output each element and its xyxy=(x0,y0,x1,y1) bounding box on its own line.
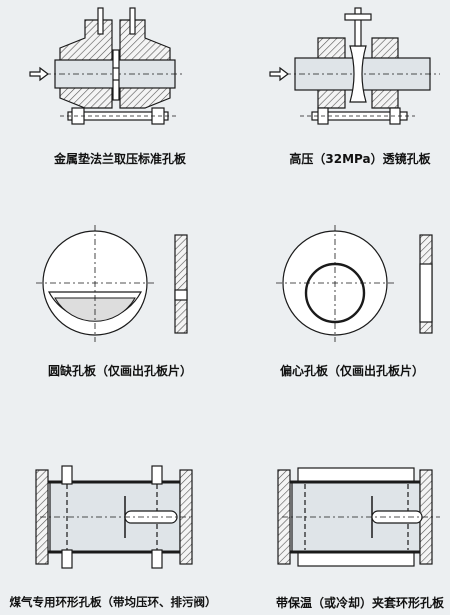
jacket xyxy=(297,467,415,483)
caption-eccentric-orifice: 偏心孔板（仅画出孔板片） xyxy=(279,364,425,378)
caption-jacketed-annular-orifice: 带保温（或冷却）夹套环形孔板 xyxy=(275,596,445,610)
pressure-tap-hp xyxy=(354,7,362,47)
caption-segmental-orifice: 圆缺孔板（仅画出孔板片） xyxy=(47,364,193,378)
pressure-tap-left xyxy=(97,7,104,35)
caption-lens-orifice: 高压（32MPa）透镜孔板 xyxy=(289,152,431,166)
caption-gas-annular-orifice: 煤气专用环形孔板（带均压环、排污阀） xyxy=(9,595,217,609)
figure-eccentric-orifice xyxy=(276,225,433,342)
lens-plate xyxy=(349,45,367,103)
flow-arrow-icon xyxy=(29,66,49,82)
pressure-tap-right xyxy=(129,7,136,35)
figure-flange-orifice xyxy=(29,7,185,125)
plate-side-view xyxy=(174,234,188,334)
flow-arrow-icon-hp xyxy=(269,66,289,82)
equalizing-ring xyxy=(61,465,73,485)
figure-segmental-orifice xyxy=(36,225,188,342)
figure-gas-annular-orifice xyxy=(35,465,193,569)
orifice-plate xyxy=(112,49,120,101)
figure-lens-orifice xyxy=(269,7,440,125)
caption-flange-orifice: 金属垫法兰取压标准孔板 xyxy=(53,152,187,166)
figure-jacketed-annular-orifice xyxy=(277,467,440,567)
